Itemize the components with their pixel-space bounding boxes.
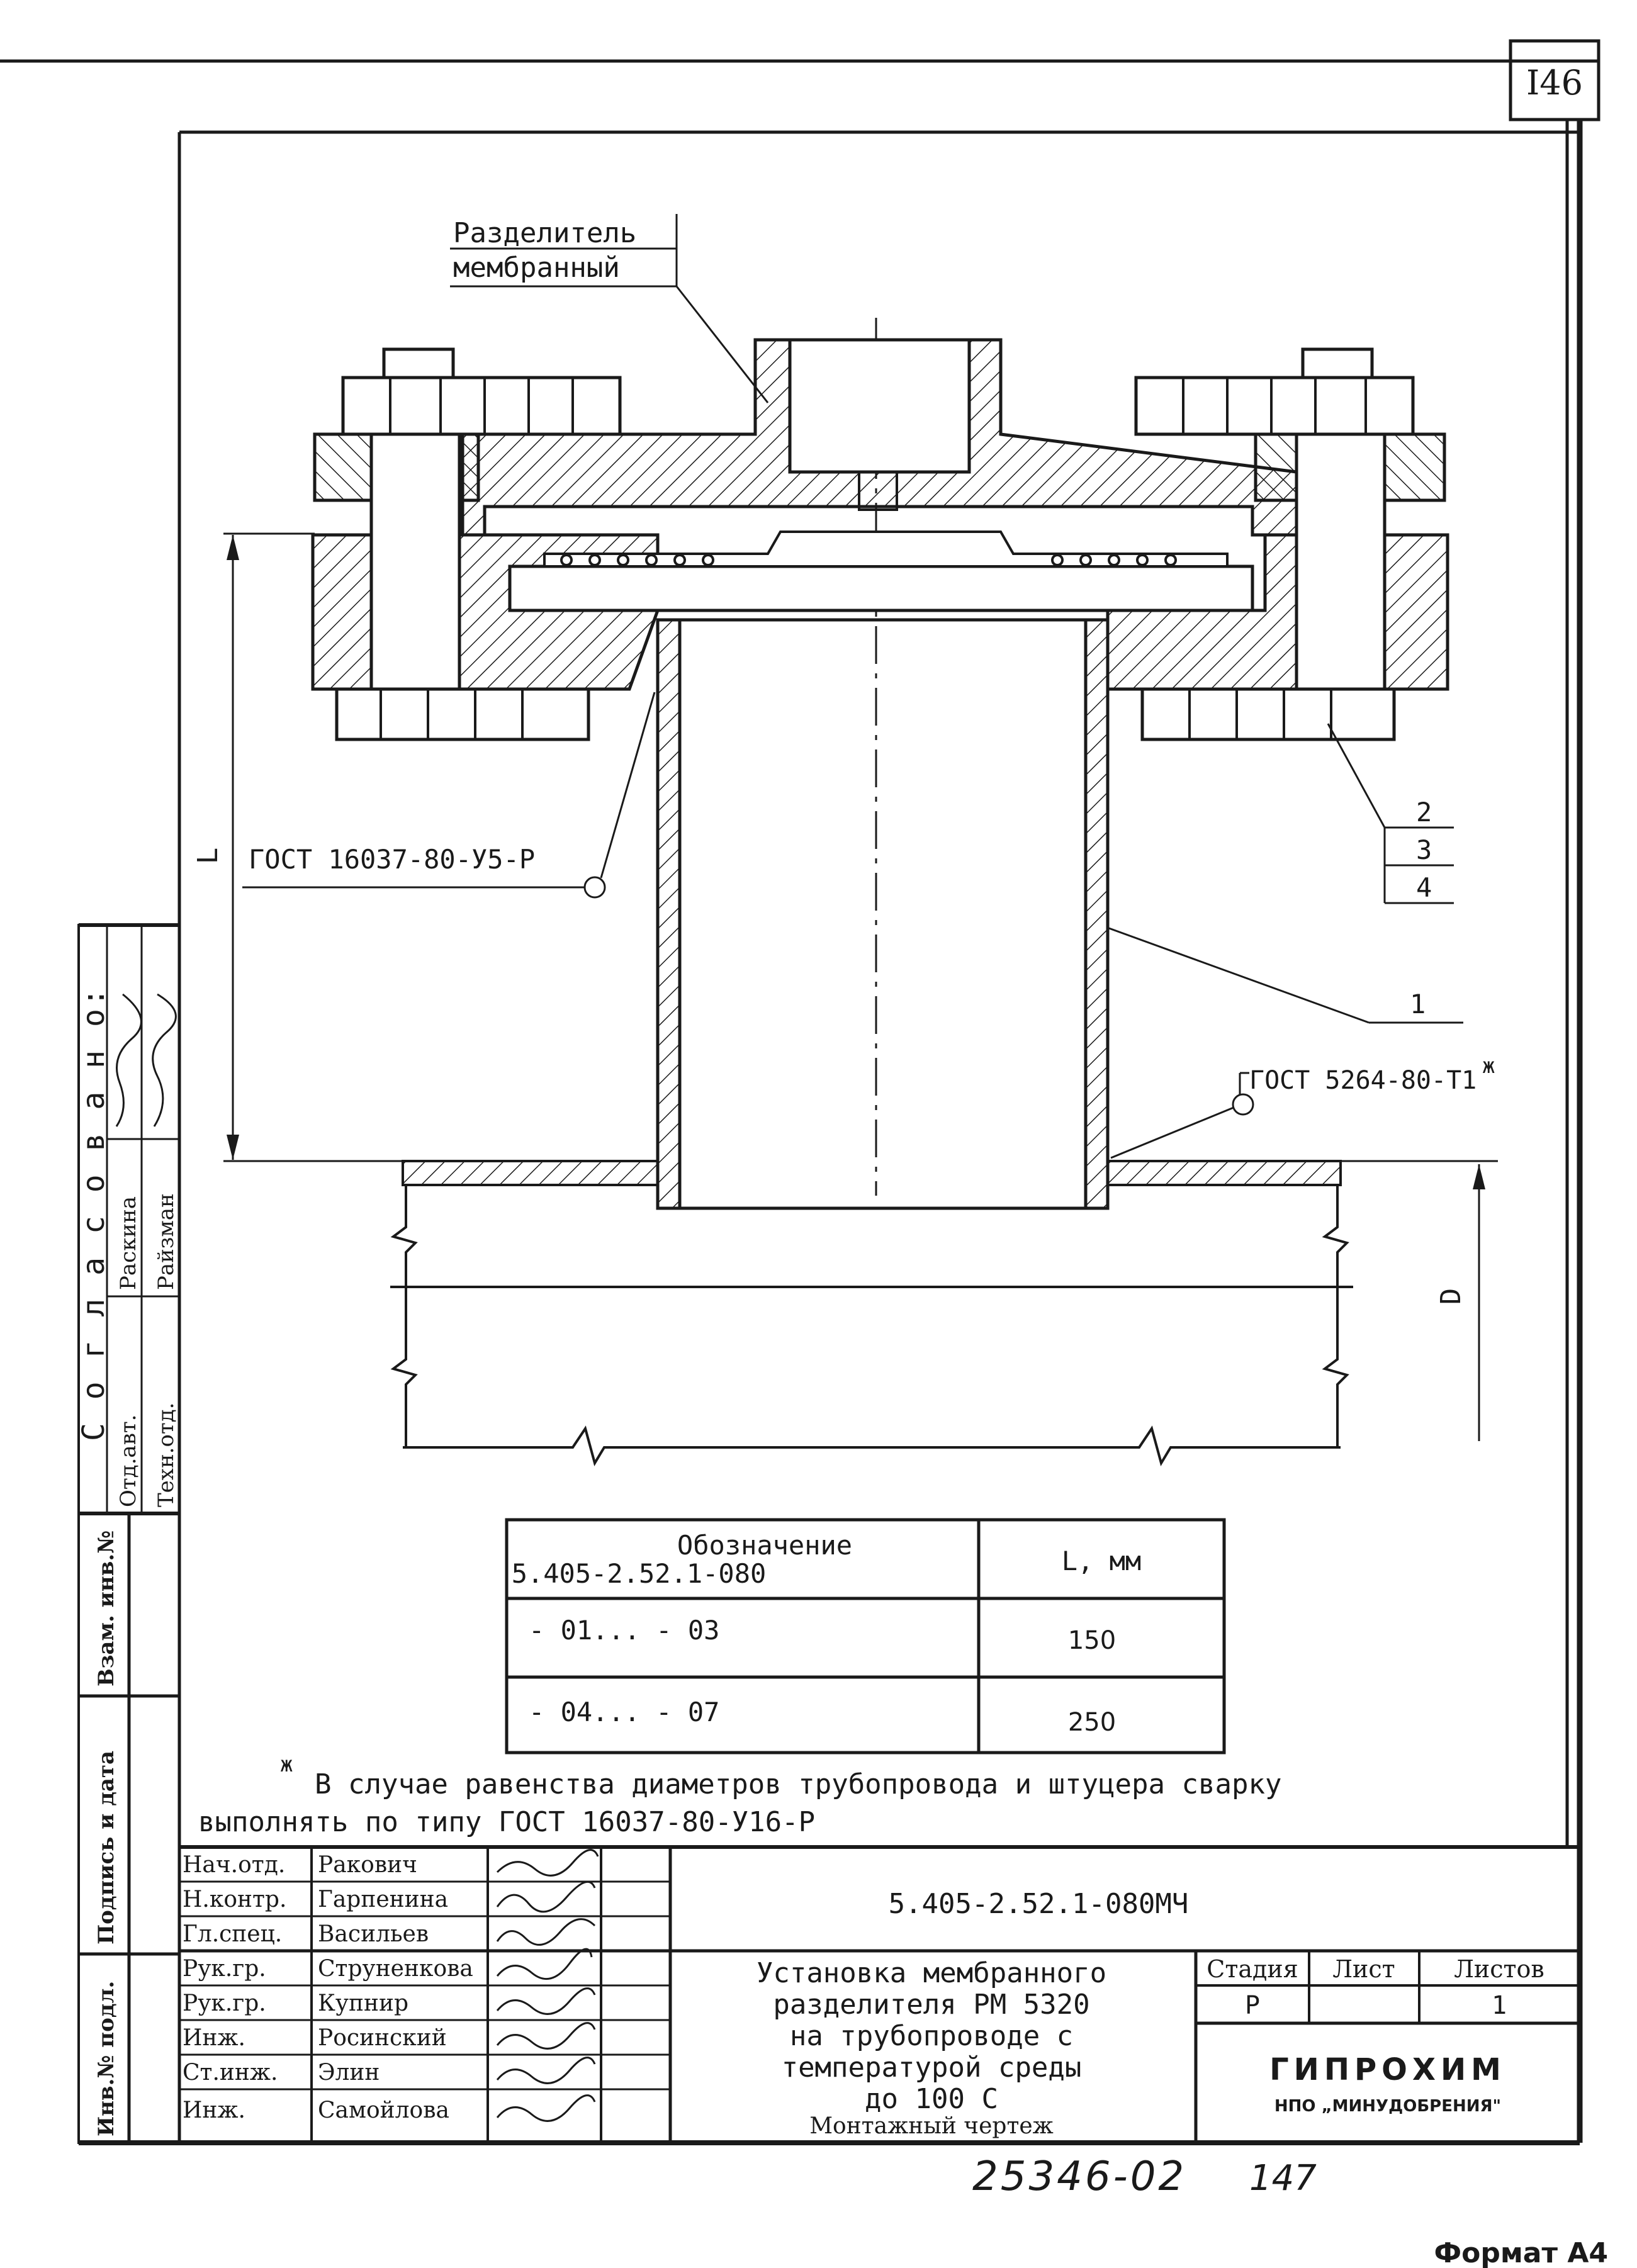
table-cell-length: 150 [1068,1626,1116,1655]
table-header-designation-2: 5.405-2.52.1-080 [512,1558,767,1589]
side-stamp: С о г л а с о в а н о: Отд.авт. Техн.отд… [76,923,181,2144]
vzam-label: Взам. инв.№ [94,1530,119,1687]
document-code: 5.405-2.52.1-080МЧ [889,1888,1189,1920]
separator-callout: Разделитель мембранный [450,214,769,403]
position-3: 3 [1416,834,1432,865]
footnote-line2: выполнять по типу ГОСТ 16037-80-У16-Р [198,1806,815,1838]
title-name: Росинский [318,2025,447,2051]
table-cell-designation: - 01... - 03 [529,1615,719,1646]
pipeline-wall-right [1106,1160,1342,1186]
weld-callout-right: ГОСТ 5264-80-Т1 ж [1110,1053,1495,1159]
drawing-subtitle: Монтажный чертеж [809,2113,1054,2139]
dept-tech-label: Техн.отд. [154,1403,179,1507]
drawing-title-line: до 100 С [865,2083,998,2115]
organization-subtitle: НПО „МИНУДОБРЕНИЯ" [1274,2097,1501,2116]
title-name: Гарпенина [318,1887,448,1912]
dimension-D: D [1341,1160,1498,1441]
pipeline-wall-left [402,1160,659,1186]
dept-auto-label: Отд.авт. [116,1415,141,1507]
person1-name: Раскина [116,1196,141,1290]
weld-right-label: ГОСТ 5264-80-Т1 [1249,1066,1477,1095]
sheets-value: 1 [1492,1991,1507,2020]
footnote-mark: ж [280,1752,293,1777]
dimension-L-label: L [192,848,224,865]
podpis-label: Подпись и дата [94,1751,119,1945]
inv-podl-label: Инв.№ подл. [94,1981,119,2136]
format-label: Формат А4 [1434,2237,1608,2268]
title-role: Инж. [183,2097,245,2123]
signatures [496,1849,599,2122]
sheets-label: Листов [1454,1955,1544,1983]
page-number-box: I46 [1509,39,1600,121]
title-name: Струненкова [318,1956,473,1982]
title-name: Элин [318,2060,380,2086]
length-table: Обозначение 5.405-2.52.1-080 L, мм - 01.… [505,1518,1226,1754]
title-name: Ракович [318,1852,417,1878]
nozzle-wall-left [656,618,682,1210]
sheet-label: Лист [1332,1955,1395,1983]
bolt-right [1134,347,1415,741]
position-2: 2 [1416,797,1432,828]
footnote-line1: В случае равенства диаметров трубопровод… [315,1768,1281,1800]
drawing-title-line: разделителя РМ 5320 [773,1989,1089,2021]
position-4: 4 [1416,872,1432,903]
table-header-length: L, мм [1062,1546,1141,1576]
assembly-drawing: L D Разделитель мембранный ГОСТ 16037-80… [192,214,1498,1467]
fitting-bore [788,338,971,474]
dimension-D-label: D [1435,1288,1467,1305]
title-block: Нач.отд. Ракович Н.контр. Гарпенина Гл.с… [177,1847,1580,2143]
table-cell-designation: - 04... - 07 [529,1697,719,1727]
title-name: Купнир [318,1990,408,2016]
weld-callout-left: ГОСТ 16037-80-У5-Р [242,692,656,899]
drawing-title-line: Установка мембранного [757,1957,1106,1989]
title-role: Н.контр. [183,1887,286,1912]
title-role: Нач.отд. [183,1852,285,1878]
stage-value: Р [1245,1991,1260,2020]
title-role: Инж. [183,2025,245,2051]
drawing-title-line: температурой среды [782,2052,1082,2084]
membrane-plate [508,564,1254,612]
membrane-balls [560,554,1177,566]
dimension-L: L [192,532,403,1162]
table-header-designation-1: Обозначение [677,1530,852,1561]
person2-name: Райзман [154,1193,179,1290]
stage-label: Стадия [1207,1955,1298,1983]
separator-label-line2: мембранный [453,252,620,284]
archive-page: 147 [1249,2158,1317,2199]
weld-right-mark: ж [1482,1053,1495,1079]
title-name: Васильев [318,1921,429,1947]
position-callouts: 2 3 4 1 [1108,723,1463,1024]
footnote: ж В случае равенства диаметров трубопров… [198,1752,1281,1838]
nozzle-wall-right [1084,618,1110,1210]
title-role: Ст.инж. [183,2060,278,2086]
archive-number: 25346-02 [972,2153,1186,2200]
agreed-label: С о г л а с о в а н о: [76,985,111,1441]
title-role: Рук.гр. [183,1990,266,2016]
title-role: Гл.спец. [183,1921,282,1947]
organization-name: ГИПРОХИМ [1269,2052,1506,2087]
drawing-title-line: на трубопроводе с [790,2020,1073,2052]
title-role: Рук.гр. [183,1956,266,1982]
table-cell-length: 250 [1068,1708,1116,1737]
position-1: 1 [1410,989,1426,1019]
side-signatures [115,993,177,1127]
title-name: Самойлова [318,2097,449,2123]
separator-label-line1: Разделитель [453,217,636,249]
weld-left-label: ГОСТ 16037-80-У5-Р [249,844,535,875]
bolt-left [335,347,622,741]
page-number: I46 [1526,63,1583,103]
